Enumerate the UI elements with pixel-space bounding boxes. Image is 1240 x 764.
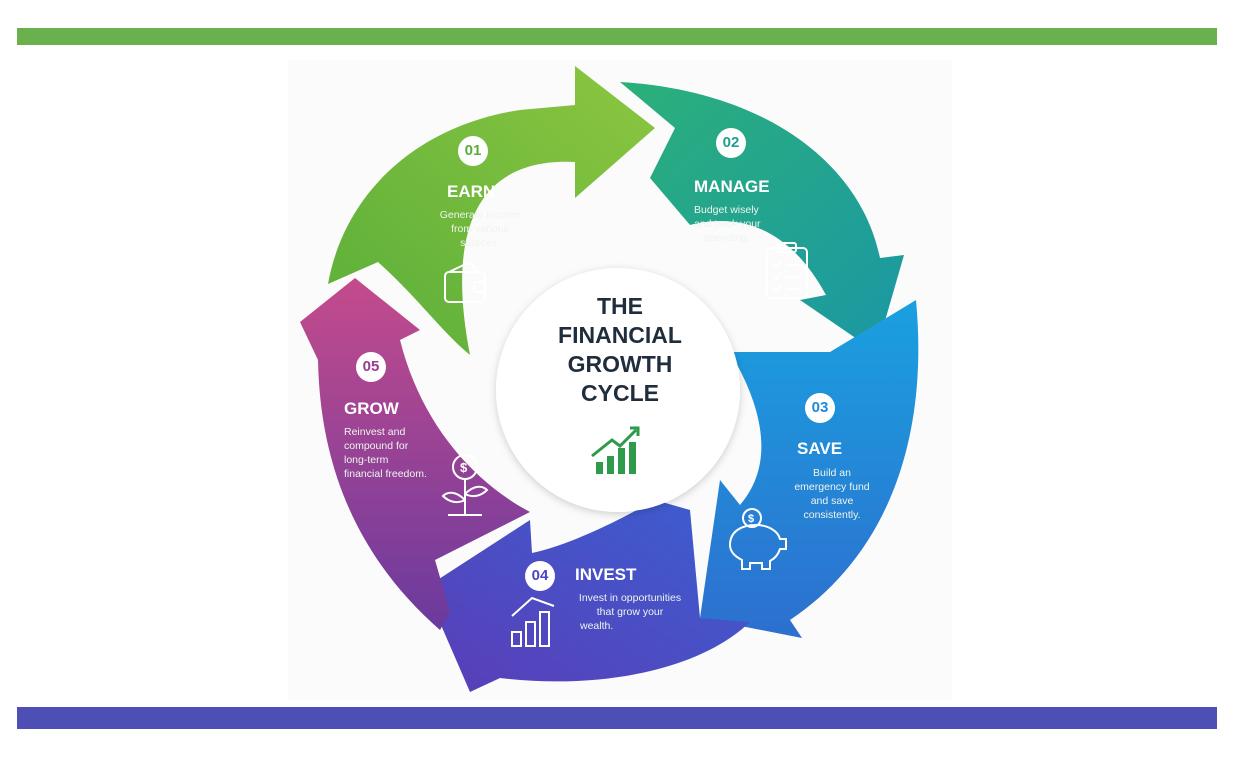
stage-title: EARN <box>447 182 496 201</box>
stage-number-badge: 03 <box>805 393 835 423</box>
stage-number-badge: 05 <box>356 352 386 382</box>
svg-text:$: $ <box>748 513 754 525</box>
bottom-accent-bar <box>17 707 1217 729</box>
stage-description: Reinvest and compound for long-term fina… <box>344 426 427 480</box>
piggy-bank-icon: $ <box>728 508 787 570</box>
stage-number-badge: 01 <box>458 136 488 166</box>
manage-segment <box>620 82 904 352</box>
invest-segment <box>425 500 750 692</box>
center-circle <box>496 268 740 512</box>
stage-number-badge: 04 <box>525 561 555 591</box>
stage-title: MANAGE <box>694 177 770 196</box>
clipboard-checklist-icon <box>766 242 808 299</box>
bar-chart-icon <box>511 596 555 647</box>
stage-title: INVEST <box>575 565 637 584</box>
growth-chart-icon <box>591 426 640 474</box>
money-plant-icon: $ <box>441 454 489 516</box>
save-segment <box>700 300 919 638</box>
center-title: THE FINANCIAL GROWTH CYCLE <box>558 293 682 406</box>
stage-description: Generate income from various sources. <box>439 209 521 249</box>
stage-title: GROW <box>344 399 399 418</box>
svg-text:$: $ <box>460 460 468 475</box>
wallet-icon <box>444 260 486 303</box>
stage-description: Invest in opportunities that grow your w… <box>578 592 682 632</box>
stage-description: Budget wisely and track your spending. <box>694 204 761 244</box>
top-accent-bar <box>17 28 1217 45</box>
stage-description: Build an emergency fund and save consist… <box>794 467 870 521</box>
stage-number-badge: 02 <box>716 128 746 158</box>
earn-segment <box>328 66 655 355</box>
stage-title: SAVE <box>797 439 843 458</box>
